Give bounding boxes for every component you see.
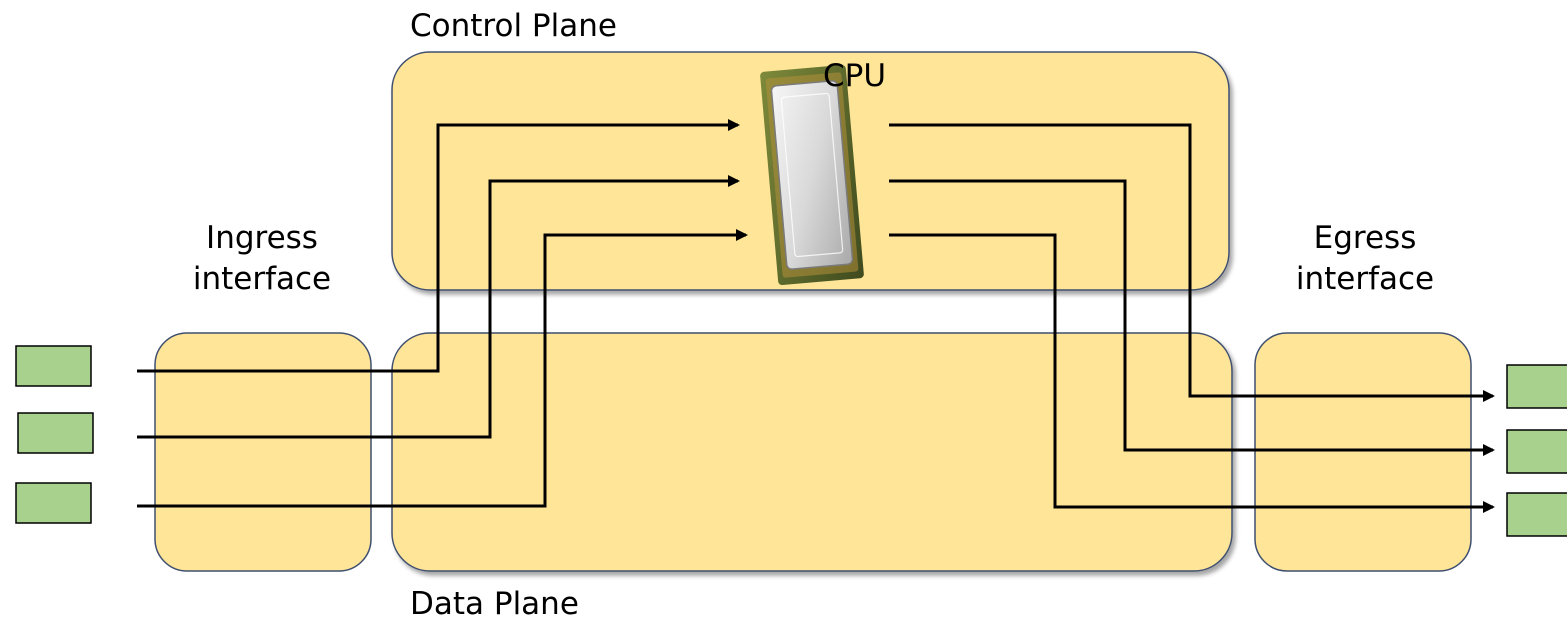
cpu-label: CPU — [823, 58, 887, 94]
data-plane-label: Data Plane — [410, 586, 579, 622]
egress-interface-box — [1254, 332, 1472, 572]
packet-icon — [1506, 364, 1567, 409]
ingress-path-2 — [137, 175, 740, 439]
cpu-chip-icon — [760, 64, 864, 286]
packet-icon — [15, 482, 92, 524]
packet-icon — [1506, 492, 1567, 537]
egress-label-line1: Egress — [1313, 220, 1417, 256]
packet-icon — [15, 345, 92, 387]
ingress-interface-label: Ingress interface — [152, 220, 372, 298]
ingress-interface-box — [154, 332, 372, 572]
data-plane-box — [391, 332, 1233, 572]
control-plane-label: Control Plane — [410, 8, 617, 44]
egress-interface-label: Egress interface — [1255, 220, 1475, 298]
egress-label-line2: interface — [1295, 261, 1435, 298]
ingress-path-1 — [137, 119, 740, 373]
ingress-path-3 — [137, 229, 748, 508]
ingress-label-line1: Ingress — [206, 220, 318, 256]
egress-path-3 — [889, 233, 1495, 513]
egress-path-1 — [889, 123, 1495, 402]
ingress-label-line2: interface — [192, 261, 332, 298]
packet-icon — [1506, 429, 1567, 474]
egress-path-2 — [889, 179, 1495, 456]
packet-icon — [17, 412, 94, 454]
